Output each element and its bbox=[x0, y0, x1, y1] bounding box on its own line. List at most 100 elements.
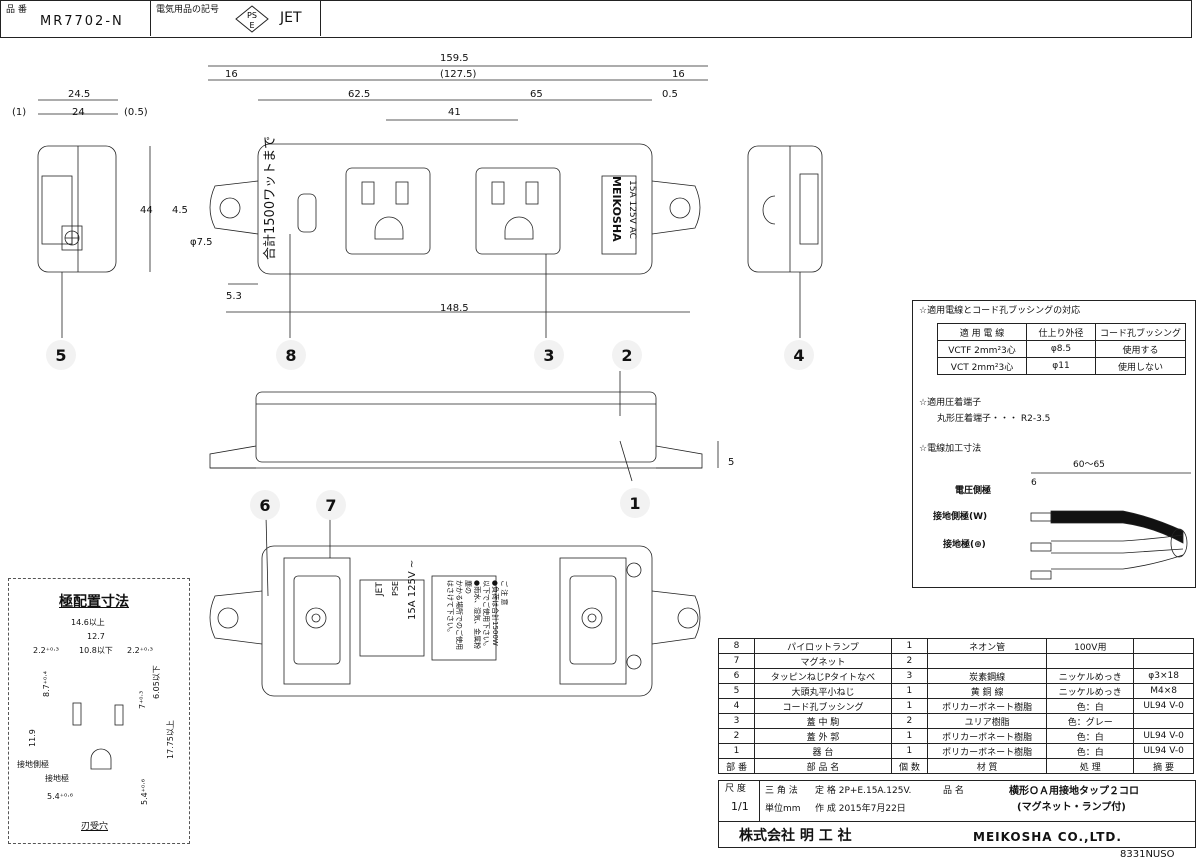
wire-label: 電圧側極 bbox=[955, 486, 992, 496]
pole-d10-8: 10.8以下 bbox=[79, 646, 113, 655]
callout-3: 3 bbox=[534, 340, 564, 370]
pole-d5-4a: 5.4⁺⁰·⁶ bbox=[47, 792, 73, 801]
pole-lbl1: 接地側極 bbox=[17, 760, 49, 769]
header-frame bbox=[0, 0, 1192, 38]
pole-dimension-box: 極配置寸法 14.6以上 12.7 10.8以下 2.2⁺⁰·³ 2.2⁺⁰·³… bbox=[8, 578, 190, 844]
caution-box: ご 注 意 ●負荷は合計1500W 以下でご使用下さい。 ●雨水、湿気、金属粉塵… bbox=[438, 580, 508, 650]
cable-table: 適 用 電 線 仕上り外径 コード孔ブッシング VCTF 2mm²3心 φ8.5… bbox=[937, 323, 1187, 375]
wire-dim: 60～65 bbox=[1073, 460, 1105, 470]
pole-footer: 刃受穴 bbox=[81, 822, 109, 832]
callout-1: 1 bbox=[620, 488, 650, 518]
product-subname: (マグネット・ランプ付) bbox=[1017, 802, 1126, 813]
dim-127-5: (127.5) bbox=[440, 69, 477, 80]
projection: 三 角 法 bbox=[765, 786, 798, 796]
bottom-view bbox=[261, 545, 653, 697]
dim-159-5: 159.5 bbox=[440, 53, 469, 64]
wire-label: 接地側極(W) bbox=[933, 512, 988, 522]
product-name: 横形ＯＡ用接地タップ２コロ bbox=[1009, 786, 1139, 797]
left-end-view bbox=[37, 145, 117, 273]
table-header-row: 部 番部 品 名個 数材 質処 理摘 要 bbox=[717, 758, 1194, 774]
part-no-label: 品 番 bbox=[6, 5, 27, 15]
wire-label: 接地極(⊕) bbox=[943, 540, 986, 550]
made-date: 作 成 2015年7月22日 bbox=[815, 804, 906, 814]
callout-7: 7 bbox=[316, 490, 346, 520]
table-header: コード孔ブッシング bbox=[1094, 323, 1187, 341]
dim-65: 65 bbox=[530, 89, 543, 100]
table-cell: φ8.5 bbox=[1026, 340, 1096, 358]
table-header: 適 用 電 線 bbox=[937, 323, 1027, 341]
pole-diagram bbox=[72, 702, 124, 770]
dim-7-5: φ7.5 bbox=[190, 237, 213, 248]
svg-text:E: E bbox=[249, 21, 254, 30]
rating-text: 合計1500ワットまで bbox=[263, 135, 278, 260]
jet-mark: JET bbox=[280, 10, 302, 26]
pole-d5-4b: 5.4⁺⁰·⁶ bbox=[140, 779, 149, 805]
pole-d6-05: 6.05以下 bbox=[152, 665, 161, 699]
pole-d12-7: 12.7 bbox=[87, 632, 105, 641]
back-jet: JET bbox=[375, 582, 385, 596]
mark-cell: 電気用品の記号 PS E JET bbox=[150, 0, 321, 36]
table-row: VCTF 2mm²3心 φ8.5 使用する bbox=[937, 340, 1187, 358]
callout-8: 8 bbox=[276, 340, 306, 370]
wire-dim2: 6 bbox=[1031, 478, 1037, 488]
dim-16b: 16 bbox=[672, 69, 685, 80]
scale-label: 尺 度 bbox=[725, 784, 746, 794]
dim-62-5: 62.5 bbox=[348, 89, 371, 100]
scale-value: 1/1 bbox=[731, 800, 749, 813]
technical-drawing bbox=[37, 65, 823, 697]
caution-line: かかる場所でのご使用 bbox=[455, 580, 463, 650]
dim-16a: 16 bbox=[225, 69, 238, 80]
pole-d2-2b: 2.2⁺⁰·³ bbox=[127, 646, 153, 655]
callout-2: 2 bbox=[612, 340, 642, 370]
pole-lbl2: 接地極 bbox=[45, 774, 69, 783]
dim-24: 24 bbox=[72, 107, 85, 118]
caution-title: ご 注 意 bbox=[500, 580, 508, 606]
table-cell: VCTF 2mm²3心 bbox=[937, 340, 1027, 358]
pole-d2-2a: 2.2⁺⁰·³ bbox=[33, 646, 59, 655]
dim-1: (1) bbox=[12, 107, 27, 118]
terminal-value: 丸形圧着端子・・・ R2-3.5 bbox=[937, 414, 1051, 424]
pole-d11-9: 11.9 bbox=[28, 729, 37, 747]
pole-d14-6: 14.6以上 bbox=[71, 618, 105, 627]
back-pse: PSE bbox=[391, 581, 400, 596]
terminal-title: ☆適用圧着端子 bbox=[919, 398, 982, 408]
dim-0-5: (0.5) bbox=[124, 107, 148, 118]
right-end-view bbox=[747, 145, 823, 273]
callout-6: 6 bbox=[250, 490, 280, 520]
wire-title: ☆電線加工寸法 bbox=[919, 444, 982, 454]
caution-line: ●負荷は合計1500W bbox=[491, 580, 499, 646]
table-cell: 使用する bbox=[1094, 340, 1187, 358]
dim-24-5: 24.5 bbox=[68, 89, 91, 100]
table-row: 適 用 電 線 仕上り外径 コード孔ブッシング bbox=[937, 323, 1187, 341]
top-view-body bbox=[257, 143, 653, 275]
title-block: 尺 度 1/1 三 角 法 定 格 2P+E.15A.125V. 単位mm 作 … bbox=[718, 780, 1196, 848]
cable-spec-box: ☆適用電線とコード孔ブッシングの対応 適 用 電 線 仕上り外径 コード孔ブッシ… bbox=[912, 300, 1196, 588]
callout-5: 5 bbox=[46, 340, 76, 370]
dim-148-5: 148.5 bbox=[440, 303, 469, 314]
part-no-cell: 品 番 MR7702-N bbox=[0, 0, 151, 36]
cable-title: ☆適用電線とコード孔ブッシングの対応 bbox=[919, 306, 1081, 316]
table-cell: 使用しない bbox=[1094, 357, 1187, 375]
caution-line: 以下でご使用下さい。 bbox=[482, 580, 490, 650]
name-label: 品 名 bbox=[943, 786, 964, 796]
svg-text:PS: PS bbox=[247, 11, 257, 20]
callout-4: 4 bbox=[784, 340, 814, 370]
scale-cell: 尺 度 1/1 bbox=[719, 781, 760, 822]
pole-title: 極配置寸法 bbox=[59, 594, 129, 610]
caution-line: ●雨水、湿気、金属粉塵の bbox=[464, 580, 481, 650]
table-cell: VCT 2mm²3心 bbox=[937, 357, 1027, 375]
company-en: MEIKOSHA CO.,LTD. bbox=[973, 830, 1122, 844]
side-view bbox=[255, 391, 657, 463]
back-rating: 15A 125V ~ bbox=[407, 559, 418, 620]
mark-label: 電気用品の記号 bbox=[156, 5, 220, 15]
dim-44: 44 bbox=[140, 205, 153, 216]
unit: 単位mm bbox=[765, 804, 801, 814]
dim-0-5r: 0.5 bbox=[662, 89, 678, 100]
